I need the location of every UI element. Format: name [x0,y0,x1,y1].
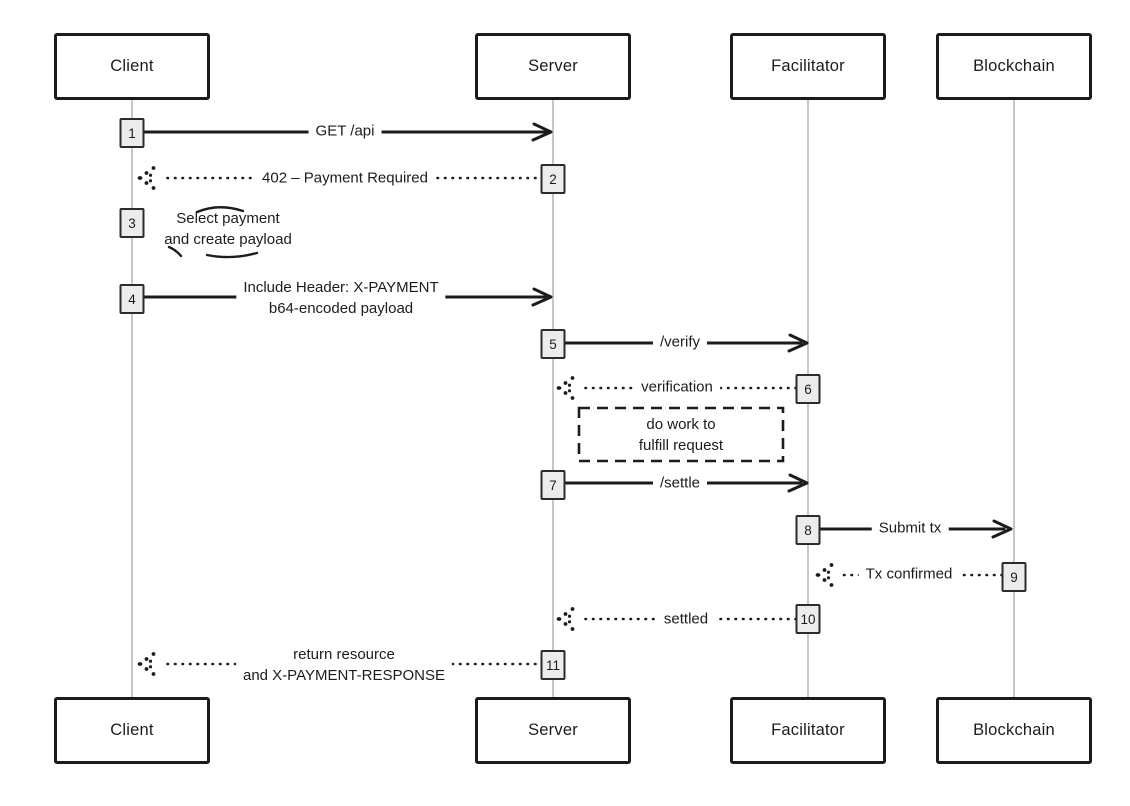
message-label-return-resource: return resource and X-PAYMENT-RESPONSE [235,643,453,687]
do-work-note-box [577,406,785,463]
actor-box-client-top: Client [54,33,210,100]
actor-box-server-top: Server [475,33,631,100]
dotted-arrowhead [556,376,575,400]
step-badge-4: 4 [119,284,145,314]
step-badge-9: 9 [1001,562,1027,592]
actor-box-facilitator-bottom: Facilitator [730,697,886,764]
message-label-settled: settled [656,607,716,631]
actor-box-facilitator-top: Facilitator [730,33,886,100]
message-label-tx-confirmed: Tx confirmed [858,562,960,586]
note-line-1: Select payment [176,210,280,227]
actor-box-blockchain-top: Blockchain [936,33,1092,100]
message-label-include-header: Include Header: X-PAYMENT b64-encoded pa… [236,276,446,320]
message-label-402-payment-required: 402 – Payment Required [255,166,435,190]
message-label-get-api: GET /api [308,119,382,143]
do-work-note-text: do work to fulfill request [639,414,723,456]
do-work-line-1: do work to [646,416,716,433]
step-badge-8: 8 [795,515,821,545]
message-line-1: Include Header: X-PAYMENT [243,279,439,296]
message-line-1: return resource [293,646,395,663]
message-line-2: b64-encoded payload [268,300,414,317]
message-label-settle: /settle [652,471,708,495]
message-label-submit-tx: Submit tx [871,516,949,540]
message-label-verify: /verify [652,330,708,354]
step-badge-11: 11 [540,650,566,680]
actor-box-client-bottom: Client [54,697,210,764]
step-badge-10: 10 [795,604,821,634]
step-badge-6: 6 [795,374,821,404]
do-work-line-2: fulfill request [638,437,724,454]
note-select-payment: Select payment and create payload [164,208,292,250]
step-badge-5: 5 [540,329,566,359]
dotted-arrowhead [137,652,156,676]
actor-box-server-bottom: Server [475,697,631,764]
message-line-2: and X-PAYMENT-RESPONSE [242,667,446,684]
self-loop-squiggles [167,206,259,259]
step-badge-1: 1 [119,118,145,148]
dotted-arrowhead [556,607,575,631]
step-badge-3: 3 [119,208,145,238]
message-label-verification: verification [634,375,720,399]
step-badge-7: 7 [540,470,566,500]
actor-box-blockchain-bottom: Blockchain [936,697,1092,764]
dotted-arrowhead [137,166,156,190]
step-badge-2: 2 [540,164,566,194]
note-line-2: and create payload [164,231,292,248]
dotted-arrowhead [815,563,834,587]
